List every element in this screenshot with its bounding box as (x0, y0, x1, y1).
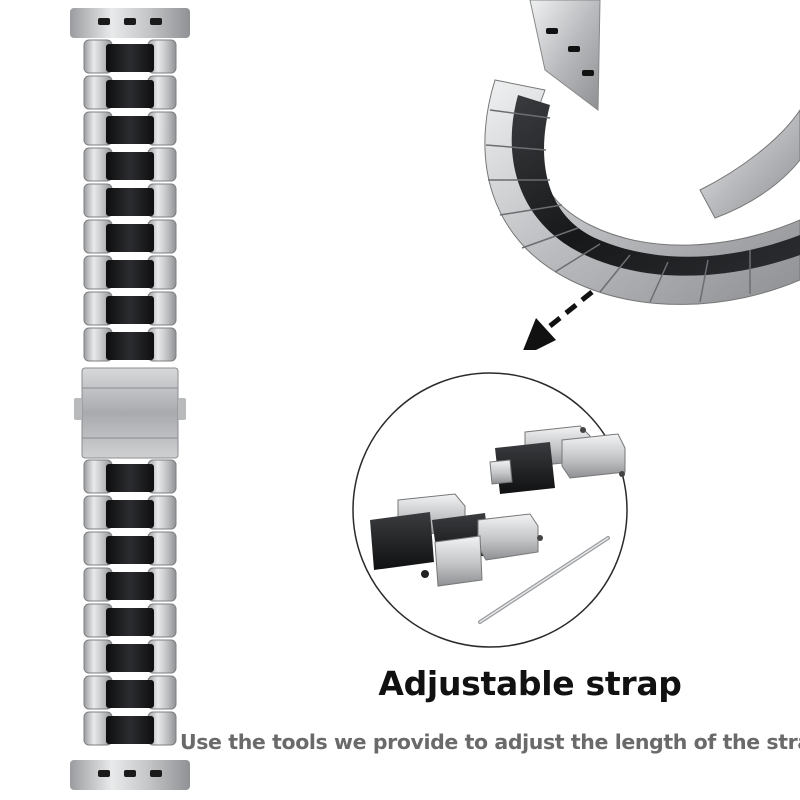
band-link-black (106, 80, 154, 108)
band-link-black (106, 296, 154, 324)
loose-link-upper (489, 425, 626, 494)
band-link-black (106, 572, 154, 600)
down-left-dashed-arrow-icon (523, 290, 594, 350)
watch-band-full-view (70, 8, 190, 790)
band-closeup-curved (484, 0, 800, 350)
band-link-black (106, 116, 154, 144)
band-link-black (106, 716, 154, 744)
headline: Adjustable strap (378, 664, 682, 703)
band-link-black (106, 500, 154, 528)
band-link-black (106, 680, 154, 708)
links-detail-circle (352, 372, 628, 648)
band-links-lower (83, 459, 177, 746)
band-link-black (106, 44, 154, 72)
band-link-black (106, 536, 154, 564)
band-link-black (106, 464, 154, 492)
band-link-black (106, 152, 154, 180)
band-link-black (106, 332, 154, 360)
loose-link-lower (370, 493, 543, 587)
band-link-black (106, 260, 154, 288)
detail-circle-outline (352, 372, 628, 648)
band-link-black (106, 224, 154, 252)
subline: Use the tools we provide to adjust the l… (180, 730, 800, 754)
band-links-upper (83, 39, 177, 362)
butterfly-clasp (81, 367, 179, 459)
band-link-black (106, 608, 154, 636)
band-link-black (106, 644, 154, 672)
band-link-black (106, 188, 154, 216)
